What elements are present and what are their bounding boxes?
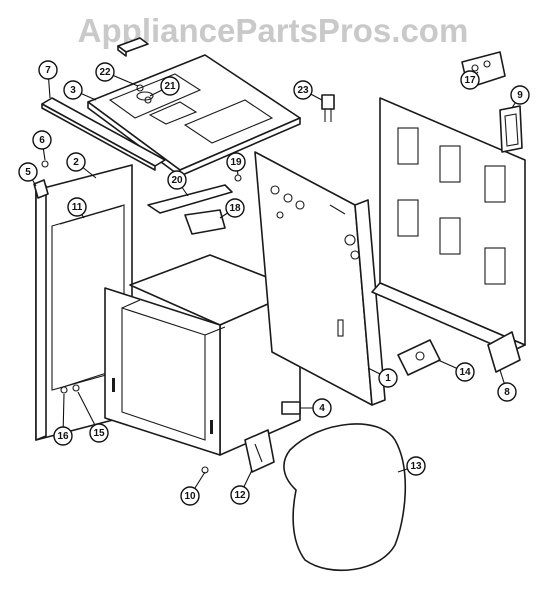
latch-assembly bbox=[147, 174, 242, 235]
callout-label: 15 bbox=[93, 428, 105, 439]
callout-circle bbox=[460, 70, 480, 90]
part-13-insulation bbox=[283, 423, 407, 572]
callout-11: 11 bbox=[67, 197, 87, 217]
rear-bracket bbox=[487, 331, 521, 373]
callout-18: 18 bbox=[225, 198, 245, 218]
callout-23: 23 bbox=[293, 80, 313, 100]
callout-17: 17 bbox=[460, 70, 480, 90]
callout-label: 11 bbox=[72, 202, 83, 213]
callout-circle bbox=[455, 362, 475, 382]
rear-panel bbox=[371, 97, 526, 353]
callout-label: 10 bbox=[184, 491, 196, 502]
callout-20: 20 bbox=[167, 170, 187, 190]
callout-label: 21 bbox=[164, 81, 176, 92]
top-cover-panel bbox=[87, 54, 301, 177]
callout-15: 15 bbox=[89, 423, 109, 443]
callout-6: 6 bbox=[32, 130, 52, 150]
callout-label: 4 bbox=[319, 403, 325, 414]
callout-label: 16 bbox=[57, 431, 69, 442]
callout-3: 3 bbox=[63, 80, 83, 100]
fasteners bbox=[33, 84, 209, 474]
part-14-bracket bbox=[397, 339, 441, 376]
part-4-clip bbox=[281, 401, 301, 415]
callout-label: 1 bbox=[385, 373, 391, 384]
callout-label: 3 bbox=[70, 85, 76, 96]
callout-8: 8 bbox=[497, 382, 517, 402]
callout-label: 5 bbox=[25, 167, 31, 178]
callout-circle bbox=[160, 76, 180, 96]
callout-label: 2 bbox=[73, 157, 79, 168]
callout-circle bbox=[406, 456, 426, 476]
callout-circle bbox=[180, 486, 200, 506]
callout-12: 12 bbox=[230, 485, 250, 505]
callout-2: 2 bbox=[66, 152, 86, 172]
callout-circle bbox=[293, 80, 313, 100]
callout-circle bbox=[38, 60, 58, 80]
callout-label: 13 bbox=[410, 461, 422, 472]
callout-label: 18 bbox=[229, 203, 241, 214]
callout-4: 4 bbox=[312, 398, 332, 418]
callout-label: 6 bbox=[39, 135, 45, 146]
callout-circle bbox=[312, 398, 332, 418]
callout-21: 21 bbox=[160, 76, 180, 96]
callout-label: 9 bbox=[517, 90, 523, 101]
callout-13: 13 bbox=[406, 456, 426, 476]
callout-circle bbox=[66, 152, 86, 172]
louver-group bbox=[397, 127, 506, 285]
callout-circle bbox=[225, 198, 245, 218]
callout-22: 22 bbox=[95, 62, 115, 82]
callout-circle bbox=[226, 152, 246, 172]
callout-label: 8 bbox=[504, 387, 510, 398]
callout-label: 7 bbox=[45, 65, 51, 76]
callout-circle bbox=[510, 85, 530, 105]
callout-circle bbox=[67, 197, 87, 217]
callout-10: 10 bbox=[180, 486, 200, 506]
callout-label: 17 bbox=[464, 75, 476, 86]
callout-circle bbox=[230, 485, 250, 505]
callout-14: 14 bbox=[455, 362, 475, 382]
callout-label: 14 bbox=[459, 367, 471, 378]
callout-circle bbox=[95, 62, 115, 82]
callout-19: 19 bbox=[226, 152, 246, 172]
callout-circle bbox=[63, 80, 83, 100]
callout-label: 19 bbox=[230, 157, 242, 168]
callout-label: 23 bbox=[297, 85, 309, 96]
callout-circle bbox=[18, 162, 38, 182]
callout-label: 22 bbox=[99, 67, 111, 78]
callout-1: 1 bbox=[378, 368, 398, 388]
top-clip bbox=[117, 37, 149, 57]
callout-circle bbox=[167, 170, 187, 190]
callout-16: 16 bbox=[53, 426, 73, 446]
front-trim-bar bbox=[41, 97, 166, 171]
callout-5: 5 bbox=[18, 162, 38, 182]
callout-circle bbox=[32, 130, 52, 150]
right-side-panel bbox=[254, 151, 386, 406]
callout-circle bbox=[378, 368, 398, 388]
callout-circle bbox=[53, 426, 73, 446]
part-23-plug bbox=[321, 94, 335, 122]
callout-label: 12 bbox=[234, 490, 246, 501]
part-12-hinge bbox=[244, 429, 275, 473]
callout-circle bbox=[497, 382, 517, 402]
callout-7: 7 bbox=[38, 60, 58, 80]
callout-label: 20 bbox=[171, 175, 183, 186]
callout-circle bbox=[89, 423, 109, 443]
part-9-box bbox=[499, 105, 523, 153]
callout-9: 9 bbox=[510, 85, 530, 105]
